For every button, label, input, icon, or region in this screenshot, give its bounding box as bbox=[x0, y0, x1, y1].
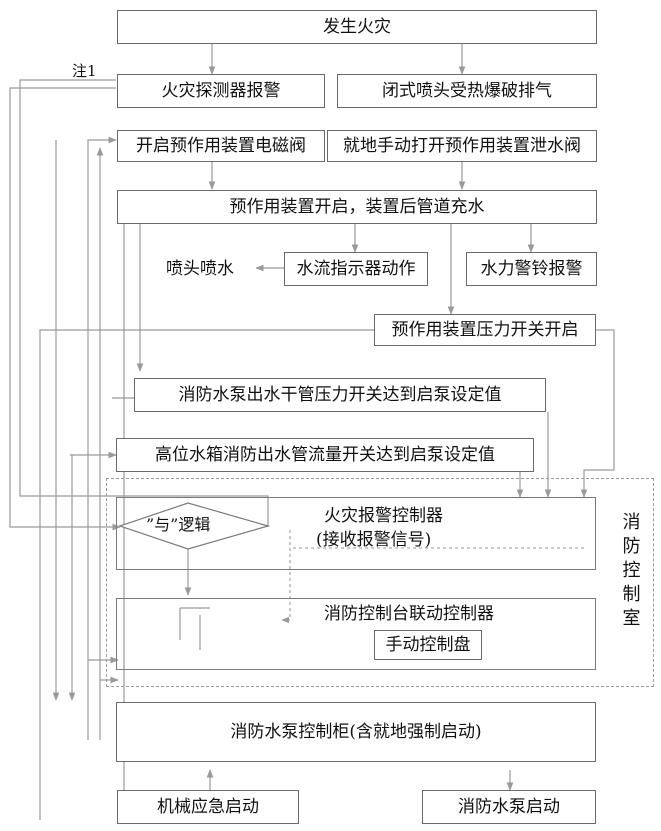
control-room-label: 消防控制室 bbox=[619, 512, 641, 632]
node-closed-sprinkler: 闭式喷头受热爆破排气 bbox=[337, 74, 597, 108]
node-pump-cabinet: 消防水泵控制柜(含就地强制启动) bbox=[116, 702, 596, 762]
edge-pressure-to-controller bbox=[580, 329, 615, 498]
control-room-region bbox=[106, 478, 654, 687]
node-linkage-controller: 消防控制台联动控制器 bbox=[324, 604, 494, 624]
edge-detector-left bbox=[9, 87, 121, 531]
node-open-solenoid: 开启预作用装置电磁阀 bbox=[117, 130, 325, 162]
node-sprinkler-spray: 喷头喷水 bbox=[144, 252, 256, 286]
node-preaction-open: 预作用装置开启，装置后管道充水 bbox=[117, 190, 597, 224]
node-flow-indicator: 水流指示器动作 bbox=[284, 252, 428, 286]
node-receive-signal: (接收报警信号) bbox=[316, 530, 432, 550]
note-1: 注1 bbox=[72, 62, 97, 80]
node-water-bell: 水力警铃报警 bbox=[466, 252, 597, 286]
node-tank-flow: 高位水箱消防出水管流量开关达到启泵设定值 bbox=[116, 438, 534, 472]
edge-up-to-solenoid bbox=[87, 136, 117, 740]
edge-note-left bbox=[19, 79, 269, 527]
node-detector-alarm: 火灾探测器报警 bbox=[117, 74, 325, 108]
node-manual-panel: 手动控制盘 bbox=[374, 630, 482, 660]
edge-linkage-inner bbox=[179, 607, 210, 650]
node-fire-occurs: 发生火灾 bbox=[117, 10, 597, 44]
linkage-controller-region bbox=[116, 598, 596, 670]
node-pump-pressure: 消防水泵出水干管压力开关达到启泵设定值 bbox=[134, 378, 546, 412]
fire-alarm-controller-region bbox=[116, 497, 596, 570]
node-manual-drain: 就地手动打开预作用装置泄水阀 bbox=[327, 130, 597, 162]
node-and-logic: ”与”逻辑 bbox=[146, 515, 211, 534]
node-pressure-switch: 预作用装置压力开关开启 bbox=[374, 314, 596, 346]
edge-pressure-left bbox=[39, 329, 374, 820]
node-fire-alarm-controller: 火灾报警控制器 bbox=[324, 506, 443, 526]
node-pump-start: 消防水泵启动 bbox=[422, 790, 596, 824]
node-mech-emergency: 机械应急启动 bbox=[117, 790, 299, 824]
and-logic-diamond bbox=[118, 502, 271, 550]
signal-controller-to-linkage bbox=[281, 530, 291, 624]
